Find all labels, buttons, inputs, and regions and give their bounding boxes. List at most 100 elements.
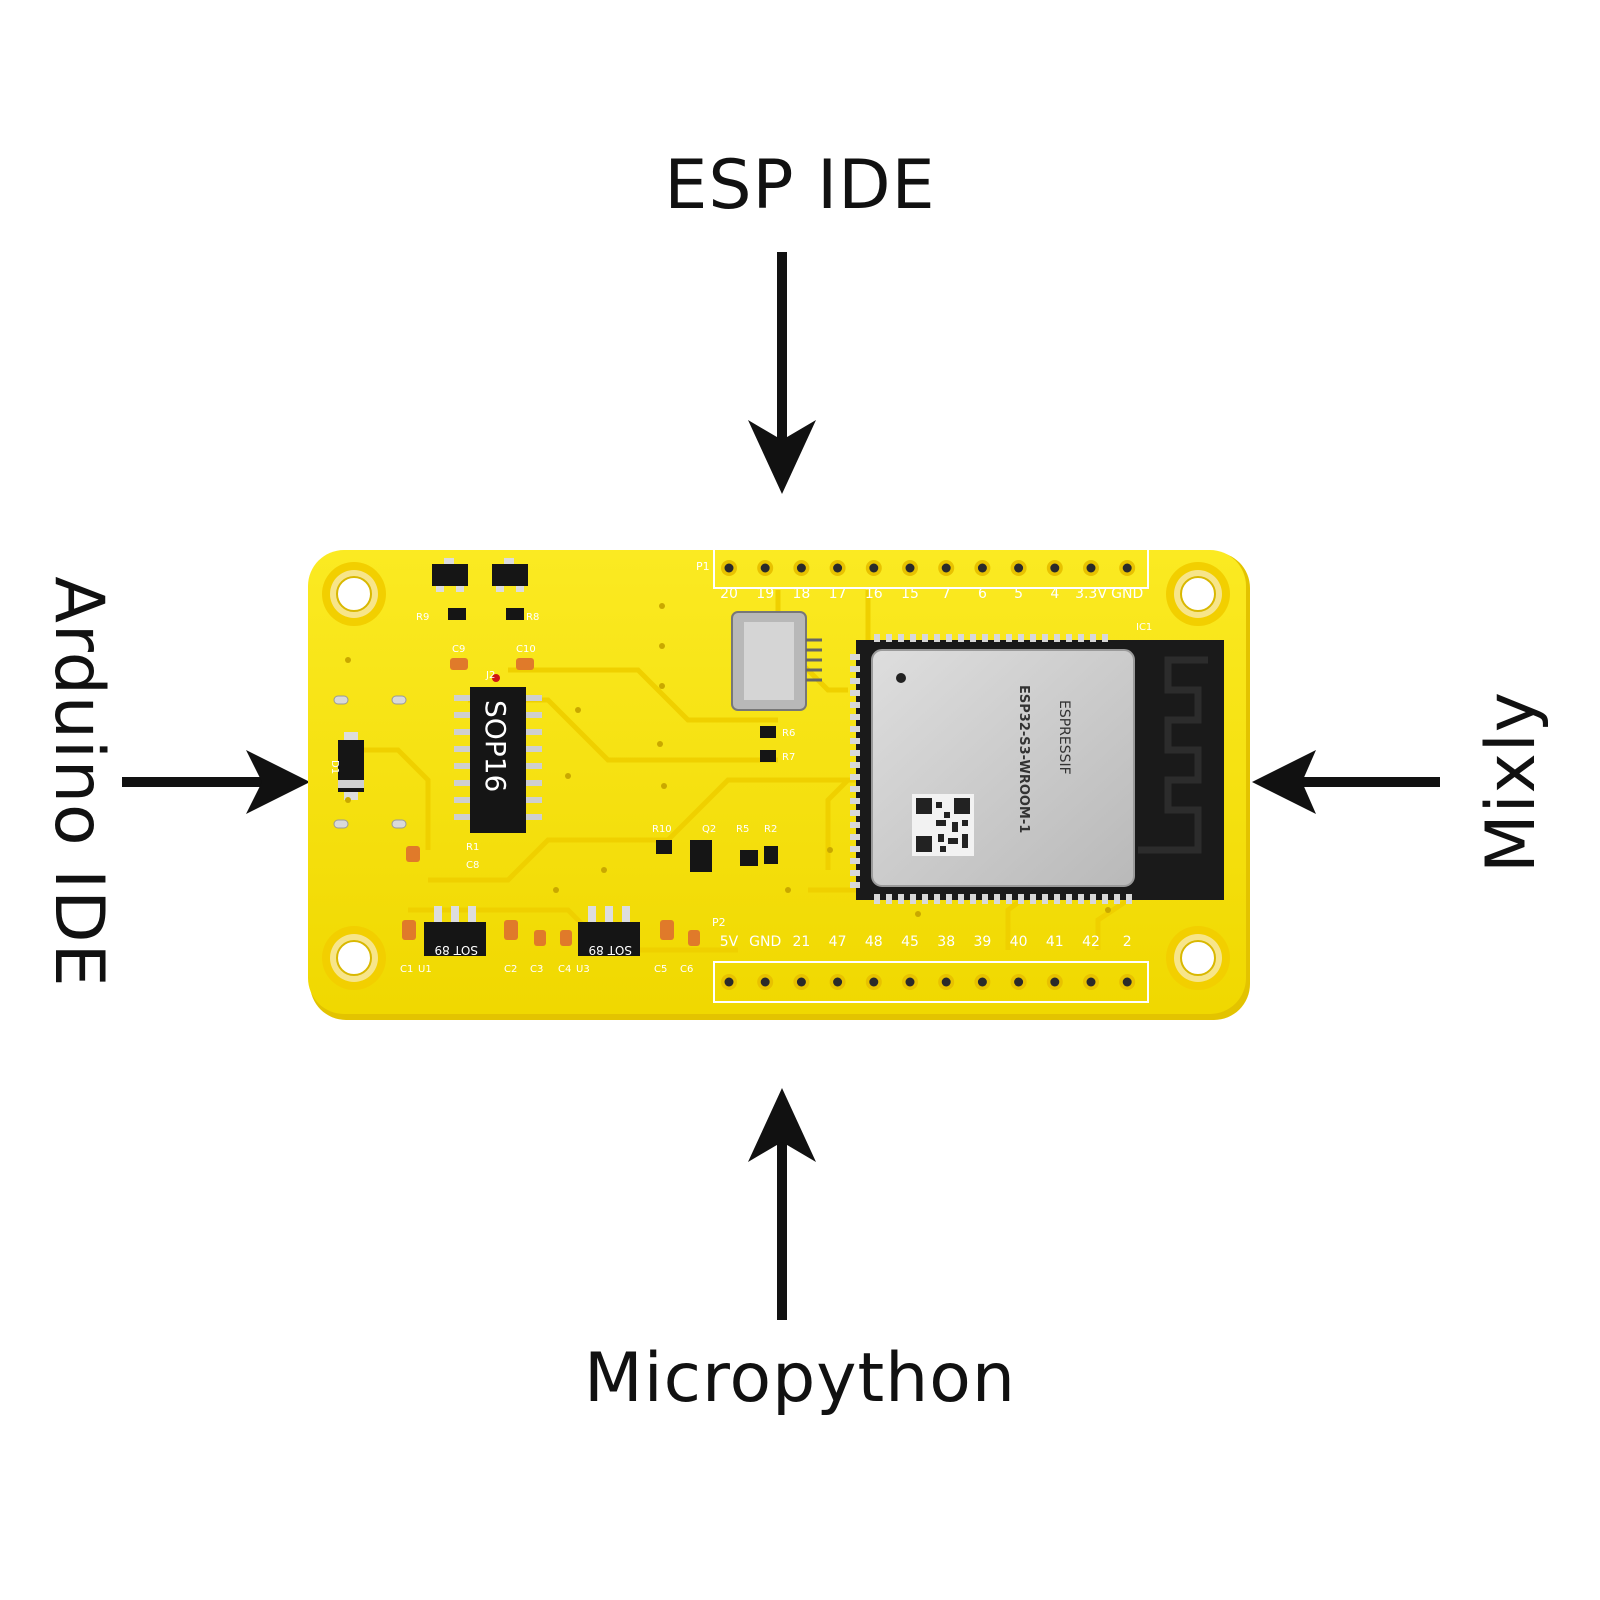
header-bottom-pin-label: 21: [792, 934, 810, 950]
header-top-pins: [721, 560, 1136, 576]
silk-c8: C8: [466, 860, 479, 871]
mounting-hole-icon: [322, 926, 386, 990]
header-top-pin-icon: [757, 560, 774, 576]
header-top-pin-icon: [721, 560, 737, 576]
header-top-pin-icon: [1010, 560, 1027, 576]
silk-r7: R7: [782, 752, 795, 763]
header-top-pin-icon: [1083, 560, 1099, 576]
header-top-pin-label: 4: [1050, 586, 1059, 602]
sop16-chip: J2 SOP16: [454, 670, 542, 833]
header-top-pin-label: GND: [1111, 586, 1143, 602]
silk-u1: U1: [418, 964, 432, 975]
header-bottom-pin-icon: [902, 974, 918, 990]
silk-r10: R10: [652, 824, 672, 835]
header-bottom-pin-icon: [1010, 974, 1027, 990]
transistors-top: [432, 558, 528, 592]
header-top-pin-label: 6: [978, 586, 987, 602]
silk-r2: R2: [764, 824, 777, 835]
header-top-pin-label: 16: [865, 586, 883, 602]
silk-c4: C4: [558, 964, 571, 975]
header-top-pin-label: 15: [901, 586, 919, 602]
micropython-label: Micropython: [584, 1339, 1016, 1418]
fpc-connector: [731, 611, 822, 711]
header-bottom-pin-label: 45: [901, 934, 919, 950]
silk-c1: C1: [400, 964, 413, 975]
mounting-hole-icon: [1166, 562, 1230, 626]
qr-code-icon: [912, 794, 974, 856]
header-top-pin-icon: [829, 560, 846, 576]
header-bottom-pin-icon: [757, 974, 774, 990]
chip-ref: J2: [485, 670, 495, 681]
header-bottom-pin-icon: [793, 974, 810, 990]
header-bottom-pin-icon: [829, 974, 846, 990]
header-top-pin-icon: [1119, 560, 1136, 576]
silkscreen-refs: R9 R8 C9 C10 R6 R7 R10 Q2 R5 R2 R1 C8 C1…: [329, 612, 795, 975]
header-bottom-pin-label: 2: [1123, 934, 1132, 950]
regulator-right: SOT 89: [578, 906, 640, 957]
silk-u3: U3: [576, 964, 590, 975]
header-top-pin-icon: [1046, 560, 1063, 576]
regulator-left-label: SOT 89: [435, 943, 478, 957]
silk-r5: R5: [736, 824, 749, 835]
silk-c2: C2: [504, 964, 517, 975]
smd-components: [402, 608, 778, 946]
header-top-pin-label: 7: [942, 586, 951, 602]
header-bottom-pin-label: 48: [865, 934, 883, 950]
header-bottom-pins: [721, 974, 1136, 990]
silk-c5: C5: [654, 964, 667, 975]
header-bottom-pin-icon: [974, 974, 991, 990]
mounting-hole-icon: [322, 562, 386, 626]
header-bottom-pin-label: 38: [937, 934, 955, 950]
ic1-ref: IC1: [1136, 622, 1152, 633]
header-top-pin-label: 5: [1014, 586, 1023, 602]
header-top-pin-icon: [902, 560, 918, 576]
module-brand: ESPRESSIF: [1056, 700, 1072, 775]
header-bottom-pin-label: 39: [973, 934, 991, 950]
silk-c10: C10: [516, 644, 536, 655]
silk-r9: R9: [416, 612, 429, 623]
diode: [338, 732, 364, 800]
regulator-left: SOT 89: [424, 906, 486, 957]
header-top-pin-label: 18: [792, 586, 810, 602]
header-top-pin-label: 17: [829, 586, 847, 602]
header-bottom-pin-icon: [721, 974, 737, 990]
silk-q2: Q2: [702, 824, 716, 835]
mounting-holes: [322, 562, 1230, 990]
arrow-right-icon: [1252, 750, 1440, 814]
header-bottom-pin-label: 5V: [720, 934, 739, 950]
silk-d1: D1: [329, 760, 340, 774]
header-top-pin-label: 19: [756, 586, 774, 602]
header-top-pin-icon: [938, 560, 955, 576]
silk-r6: R6: [782, 728, 795, 739]
header-top-pin-icon: [793, 560, 810, 576]
header-top-pin-icon: [974, 560, 991, 576]
esp-ide-label: ESP IDE: [664, 146, 936, 225]
esp32-module: ESPRESSIF ESP32-S3-WROOM-1: [850, 634, 1224, 904]
header-top-pin-label: 3.3V: [1075, 586, 1107, 602]
header-bottom-pin-label: 42: [1082, 934, 1100, 950]
silk-r8: R8: [526, 612, 539, 623]
header-bottom-pin-icon: [865, 974, 882, 990]
module-name: ESP32-S3-WROOM-1: [1016, 685, 1031, 833]
arrow-bottom-icon: [748, 1088, 816, 1320]
arrow-top-icon: [748, 252, 816, 494]
header-bottom-pin-icon: [1119, 974, 1136, 990]
header-bottom-pin-label: GND: [749, 934, 781, 950]
header-bottom-pin-label: 47: [829, 934, 847, 950]
header-top-pin-label: 20: [720, 586, 738, 602]
header-bottom-pin-icon: [938, 974, 955, 990]
silk-c9: C9: [452, 644, 465, 655]
chip-label: SOP16: [479, 700, 512, 792]
mounting-hole-icon: [1166, 926, 1230, 990]
header-top-ref: P1: [696, 560, 710, 573]
silk-r1: R1: [466, 842, 479, 853]
regulator-right-label: SOT 89: [589, 943, 632, 957]
header-top-pin-icon: [865, 560, 882, 576]
arrow-left-icon: [122, 750, 310, 814]
